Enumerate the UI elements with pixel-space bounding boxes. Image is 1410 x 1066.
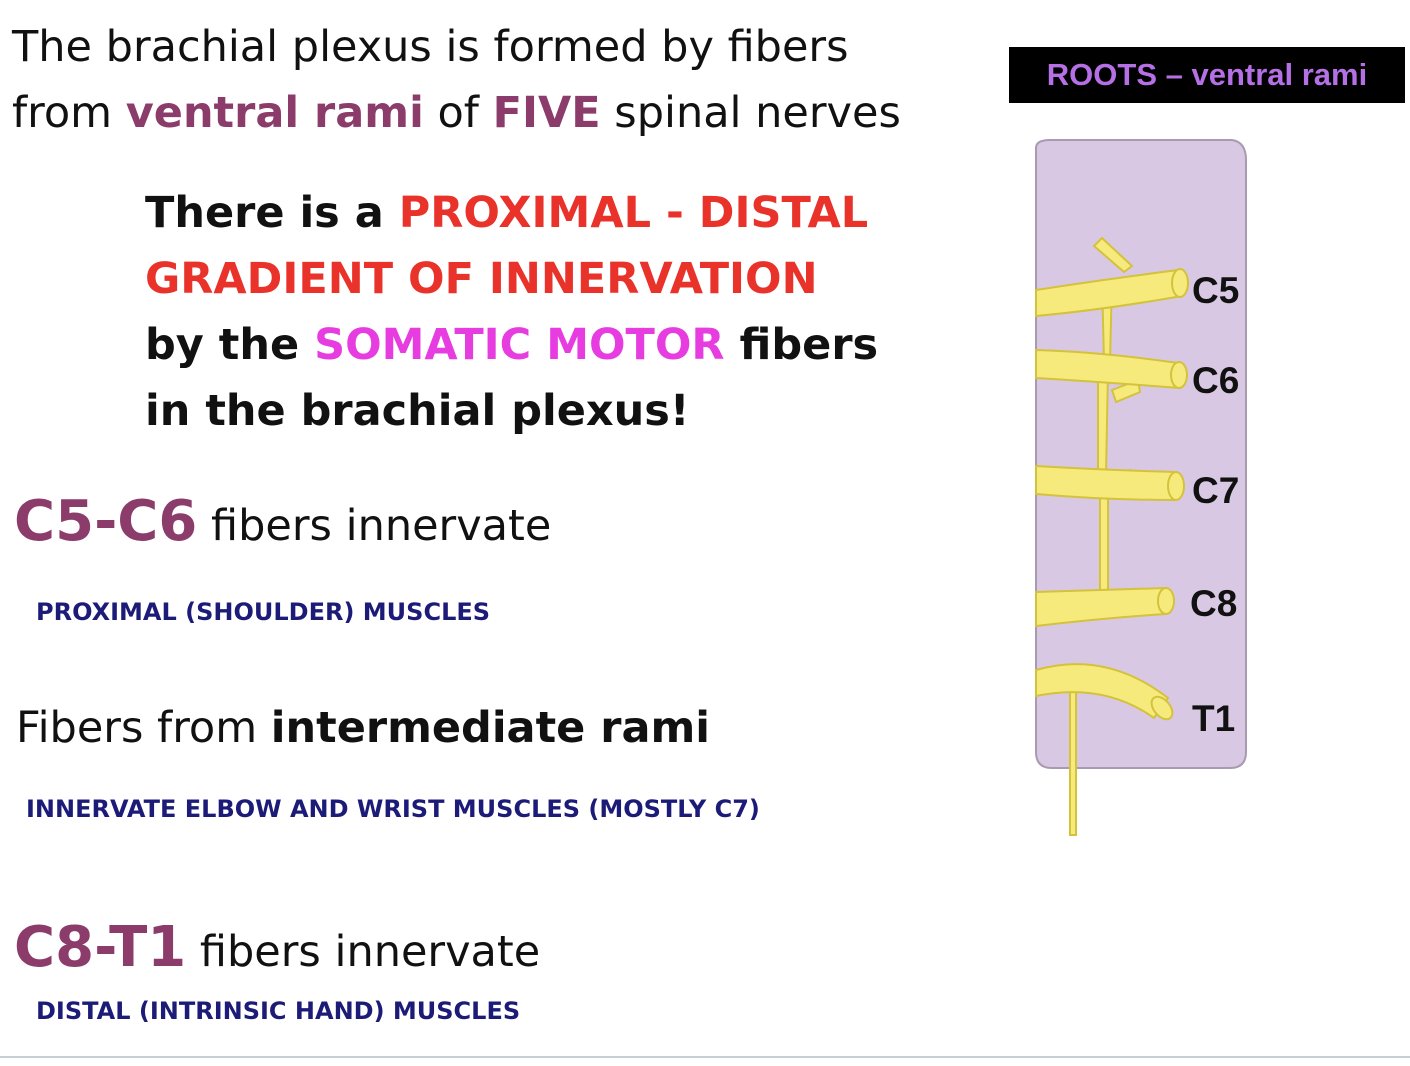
intermediate-rami-bold: intermediate rami: [270, 703, 711, 753]
root-labels: C5 C6 C7 C8 T1: [1190, 270, 1239, 739]
intro-text: The brachial plexus is formed by fibers …: [12, 14, 901, 146]
connector-c7-c8: [1099, 489, 1109, 591]
root-label-c7: C7: [1192, 470, 1239, 511]
intro-line-2-mid: of: [423, 88, 493, 138]
root-t1-end: [1150, 695, 1174, 721]
root-c8-end: [1157, 587, 1175, 615]
root-label-c6: C6: [1192, 360, 1239, 401]
proximal-distal-highlight: PROXIMAL - DISTAL: [398, 188, 869, 238]
c8t1-text: fibers innervate: [186, 927, 541, 977]
gradient-line-1-start: There is a: [145, 188, 399, 238]
intermediate-start: Fibers from: [16, 703, 271, 753]
connector-c6-c7: [1097, 369, 1110, 476]
root-c7-end: [1167, 471, 1185, 501]
somatic-motor-highlight: SOMATIC MOTOR: [314, 320, 725, 370]
gradient-line-3-start: by the: [145, 320, 315, 370]
root-nerves: [1035, 268, 1189, 721]
intro-line-2: from ventral rami of FIVE spinal nerves: [12, 80, 901, 146]
gradient-statement: There is a PROXIMAL - DISTAL GRADIENT OF…: [145, 180, 878, 444]
root-label-c5: C5: [1192, 270, 1239, 311]
intro-line-2-start: from: [12, 88, 126, 138]
c8t1-detail: DISTAL (INTRINSIC HAND) MUSCLES: [36, 997, 521, 1025]
c8t1-label: C8-T1: [14, 915, 187, 980]
c5c6-detail: PROXIMAL (SHOULDER) MUSCLES: [36, 598, 491, 626]
intro-line-1: The brachial plexus is formed by fibers: [12, 22, 849, 72]
root-c6-end: [1170, 361, 1188, 389]
c5c6-heading: C5-C6 fibers innervate: [14, 486, 551, 562]
root-c7: [1035, 464, 1177, 502]
gradient-line-3-end: fibers: [724, 320, 879, 370]
gradient-line-2: GRADIENT OF INNERVATION: [145, 254, 818, 304]
five-highlight: FIVE: [492, 88, 601, 138]
c5c6-text: fibers innervate: [197, 501, 552, 551]
intermediate-heading: Fibers from intermediate rami: [16, 698, 710, 758]
c8t1-heading: C8-T1 fibers innervate: [14, 912, 540, 988]
intermediate-detail: INNERVATE ELBOW AND WRIST MUSCLES (MOSTL…: [26, 795, 760, 823]
gradient-line-4: in the brachial plexus!: [145, 386, 690, 436]
root-label-t1: T1: [1192, 698, 1235, 739]
root-label-c8: C8: [1190, 583, 1237, 624]
descending-fiber: [1069, 689, 1077, 836]
roots-title: ROOTS – ventral rami: [1046, 57, 1368, 92]
gradient-line-3: by the SOMATIC MOTOR fibers: [145, 312, 878, 378]
dorsal-scapular-branch: [1092, 236, 1134, 274]
intro-line-2-end: spinal nerves: [600, 88, 901, 138]
brachial-plexus-roots-diagram: C5 C6 C7 C8 T1: [1035, 139, 1247, 836]
c5c6-label: C5-C6: [14, 489, 198, 554]
footer-divider: [0, 1056, 1410, 1058]
root-c5-end: [1171, 268, 1189, 298]
roots-title-box: ROOTS – ventral rami: [1009, 47, 1405, 103]
ventral-rami-highlight: ventral rami: [125, 88, 424, 138]
gradient-line-1: There is a PROXIMAL - DISTAL: [145, 180, 878, 246]
